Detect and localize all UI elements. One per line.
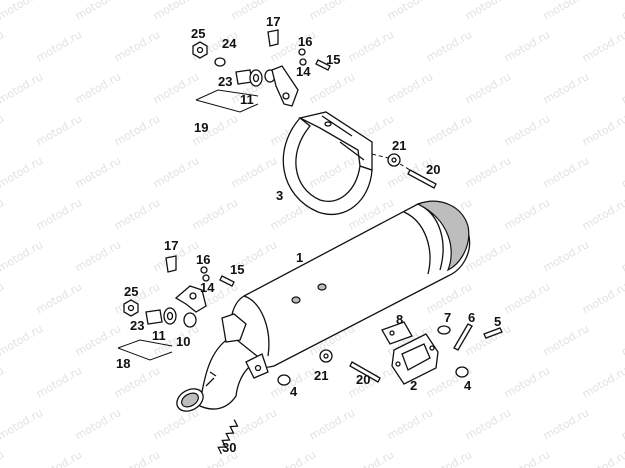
callout-21-lower: 21	[314, 368, 328, 383]
washer-16-upper	[298, 48, 306, 56]
washer-14-upper	[299, 58, 307, 66]
callout-18: 18	[116, 356, 130, 371]
callout-16-lower: 16	[196, 252, 210, 267]
bolt-5	[483, 327, 503, 339]
callout-30: 30	[222, 440, 236, 455]
callout-11-lower: 11	[152, 328, 166, 343]
callout-17-upper: 17	[266, 14, 280, 29]
callout-23-lower: 23	[130, 318, 144, 333]
cap-4-right	[455, 366, 469, 378]
callout-7: 7	[444, 310, 451, 325]
callout-19: 19	[194, 120, 208, 135]
callout-25-upper: 25	[191, 26, 205, 41]
clip-17-lower	[165, 255, 177, 273]
spacer-23-lower	[145, 309, 163, 325]
callout-1: 1	[296, 250, 303, 265]
callout-20-upper: 20	[426, 162, 440, 177]
callout-4-right: 4	[464, 378, 472, 393]
bracket-arm-upper	[271, 65, 299, 107]
plate-8	[381, 321, 413, 345]
callout-8: 8	[396, 312, 403, 327]
bushing-11-upper	[249, 69, 263, 87]
washer-7	[437, 325, 451, 335]
callout-16-upper: 16	[298, 34, 312, 49]
muffler-body-1	[176, 200, 471, 412]
callout-14-upper: 14	[296, 64, 311, 79]
callout-23-upper: 23	[218, 74, 232, 89]
callout-labels: 25 24 17 16 15 14 23 11 19 21 20 3 1 17 …	[116, 14, 501, 455]
nut-25-upper-hole	[196, 46, 204, 54]
washer-21-lower	[319, 349, 333, 363]
callout-4-left: 4	[290, 384, 298, 399]
callout-11-upper: 11	[240, 92, 254, 107]
flange-assembly-2	[381, 321, 503, 385]
bolt-15-upper	[315, 59, 331, 71]
callout-24: 24	[222, 36, 237, 51]
callout-25-lower: 25	[124, 284, 138, 299]
callout-5: 5	[494, 314, 501, 329]
clip-17-upper	[267, 29, 279, 47]
grommet-10	[183, 312, 197, 328]
upper-bracket-assembly	[192, 29, 331, 113]
bolt-15-lower	[219, 275, 235, 287]
washer-21-upper	[387, 153, 401, 167]
callout-21-upper: 21	[392, 138, 406, 153]
lower-bracket-assembly	[117, 255, 235, 361]
gasket-2	[391, 333, 439, 385]
callout-15-lower: 15	[230, 262, 244, 277]
clamp-band-3	[282, 111, 373, 216]
callout-10: 10	[176, 334, 190, 349]
cap-4-left	[277, 374, 291, 386]
callout-17-lower: 17	[164, 238, 178, 253]
bolt-20-lower	[349, 361, 381, 383]
washer-16-lower	[200, 266, 208, 274]
callout-2: 2	[410, 378, 417, 393]
callout-15-upper: 15	[326, 52, 340, 67]
bolt-20-upper	[407, 169, 437, 189]
callout-20-lower: 20	[356, 372, 370, 387]
callout-3: 3	[276, 188, 283, 203]
bolt-6	[453, 323, 473, 351]
washer-24	[214, 57, 226, 67]
callout-6: 6	[468, 310, 475, 325]
nut-25-lower	[123, 299, 139, 317]
spring-30	[217, 419, 239, 455]
bushing-11-lower	[163, 307, 177, 325]
nut-25-upper	[192, 41, 208, 59]
callout-14-lower: 14	[200, 280, 215, 295]
washer-14-lower	[202, 274, 210, 282]
